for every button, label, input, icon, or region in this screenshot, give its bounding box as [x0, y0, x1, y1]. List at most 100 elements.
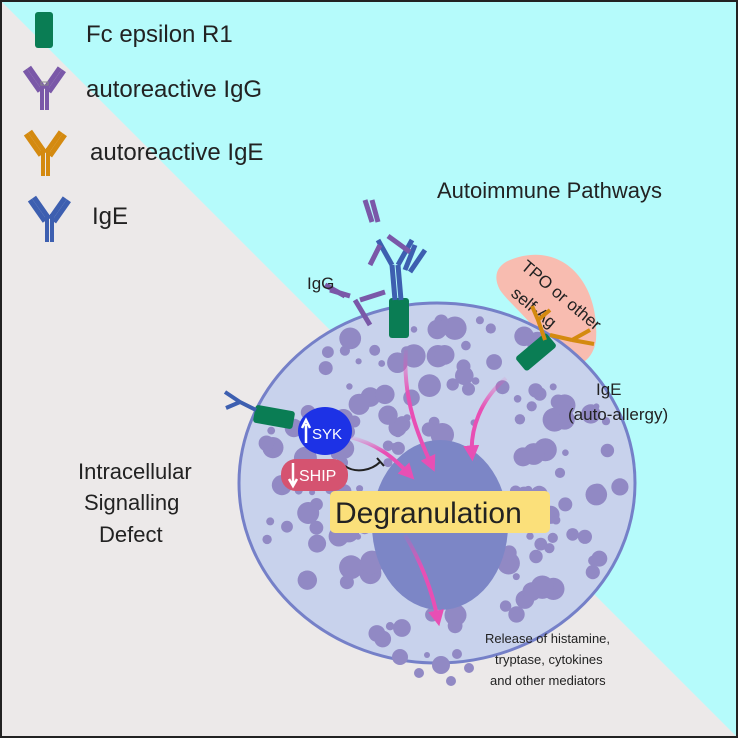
ige-antibody-icon — [27, 195, 71, 242]
granule — [562, 449, 569, 457]
granule — [508, 606, 525, 623]
granule — [375, 384, 395, 405]
granule — [553, 394, 576, 417]
granule — [403, 414, 411, 422]
granule — [455, 366, 474, 386]
ige-auto-label-line: IgE — [596, 380, 622, 399]
legend: Fc epsilon R1 autoreactive IgG autoreact… — [22, 12, 263, 242]
release-label-line: and other mediators — [490, 673, 606, 688]
granule — [529, 549, 543, 564]
granule — [554, 467, 566, 478]
syk-label: SYK — [312, 426, 342, 443]
granule — [551, 515, 561, 525]
granule — [526, 532, 534, 540]
granule — [544, 543, 555, 554]
granule — [549, 383, 557, 391]
ige-antibody-icon — [23, 129, 67, 176]
intracellular-title-line: Defect — [99, 522, 163, 547]
autoimmune-pathways-title: Autoimmune Pathways — [437, 178, 662, 203]
granule — [355, 533, 362, 540]
syk-badge — [298, 407, 352, 455]
granule — [374, 630, 392, 648]
release-label-line: tryptase, cytokines — [495, 652, 603, 667]
granule — [418, 374, 441, 397]
granule — [501, 545, 517, 561]
ship-badge — [281, 459, 348, 491]
granule — [297, 570, 317, 590]
ige-auto-label-line: (auto-allergy) — [568, 405, 668, 424]
granule — [512, 573, 520, 581]
granule — [462, 382, 475, 396]
release-label-line: Release of histamine, — [485, 631, 610, 646]
granule — [434, 345, 455, 365]
granule — [262, 534, 272, 545]
inhibition-arrow — [344, 457, 385, 472]
autoreactive-igg-crosslink — [323, 199, 412, 327]
granule — [514, 326, 534, 347]
autoreactive-ige-on-receptor — [530, 305, 595, 346]
granule — [603, 446, 614, 457]
ige-on-receptor — [375, 238, 428, 301]
degranulation-box — [330, 491, 550, 533]
arrow-syk-to-nucleus — [349, 435, 415, 480]
granule — [471, 377, 480, 385]
granule — [348, 393, 370, 415]
granule — [378, 360, 386, 367]
fc-epsilon-r1-icon — [35, 12, 53, 48]
granule — [486, 354, 502, 370]
granule — [378, 405, 398, 425]
granule — [382, 440, 394, 452]
up-arrow-icon — [300, 417, 312, 443]
granule — [526, 401, 537, 412]
arrow-igg-to-nucleus — [403, 349, 436, 472]
granule — [356, 485, 364, 493]
granule — [499, 600, 512, 612]
granule — [577, 529, 593, 544]
granule — [558, 497, 573, 512]
granule — [566, 528, 579, 541]
granule — [266, 517, 275, 526]
granule — [522, 443, 545, 465]
ige-left — [223, 390, 257, 412]
fc-epsilon-r1-receptor — [253, 405, 295, 429]
granule — [318, 361, 333, 376]
granule — [513, 395, 522, 403]
igg-label: IgG — [307, 274, 334, 293]
granule — [258, 435, 275, 452]
degranulation-label: Degranulation — [335, 497, 522, 530]
legend-label: Fc epsilon R1 — [86, 21, 233, 48]
granule — [534, 537, 548, 551]
granule — [444, 604, 467, 627]
legend-label: autoreactive IgG — [86, 76, 262, 103]
granule — [601, 417, 611, 426]
granule — [310, 498, 323, 511]
intracellular-title-line: Signalling — [84, 490, 179, 515]
granule — [547, 532, 558, 544]
ship-label: SHIP — [299, 468, 336, 485]
released-mediators — [392, 649, 474, 686]
arrow-release — [403, 533, 444, 627]
granule — [522, 582, 542, 602]
granule — [346, 383, 353, 390]
granule — [281, 520, 293, 533]
granule — [355, 358, 362, 365]
granule — [461, 340, 471, 351]
fc-epsilon-r1-receptor — [516, 333, 556, 371]
signal-arrows — [349, 349, 508, 627]
granule — [393, 619, 411, 637]
granule — [267, 426, 276, 435]
granule — [402, 344, 426, 368]
legend-label: autoreactive IgE — [90, 139, 263, 166]
down-arrow-icon — [287, 463, 299, 489]
arrow-ige-to-nucleus — [463, 376, 508, 462]
granule — [446, 378, 459, 391]
granule — [528, 383, 543, 398]
granule — [611, 478, 629, 496]
granule — [387, 352, 408, 374]
granule — [475, 316, 484, 325]
granule — [585, 483, 608, 506]
granule — [585, 565, 600, 580]
granule — [339, 327, 362, 350]
